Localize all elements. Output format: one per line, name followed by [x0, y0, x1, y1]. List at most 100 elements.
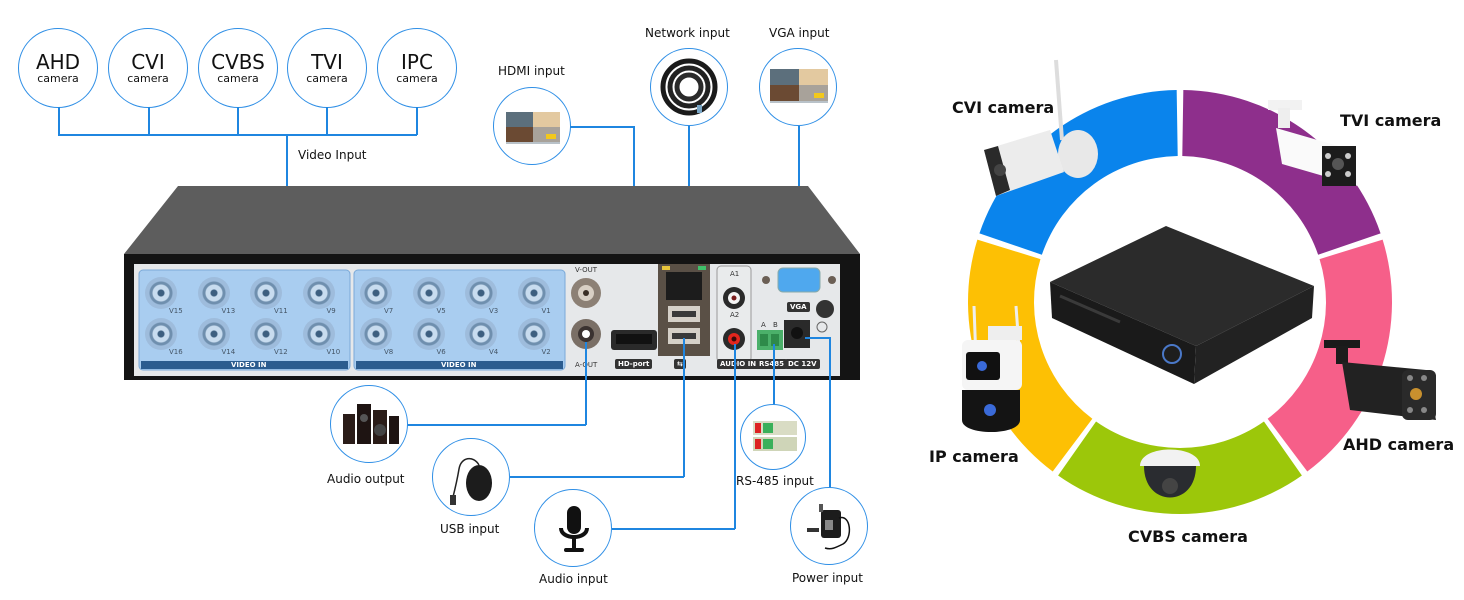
channel-label: V3: [489, 307, 499, 315]
connector-line: [58, 107, 60, 135]
ring-segment-tvi-camera: [1182, 90, 1381, 255]
usb-tag: ⇆: [674, 359, 686, 369]
ethernet-cable-icon: [660, 58, 718, 116]
vga-input-circle: [759, 48, 837, 126]
speakers-icon: [343, 404, 399, 444]
camera-type-tvi: TVI camera: [287, 28, 367, 108]
channel-label: V8: [384, 348, 394, 356]
bnc-connector: [145, 277, 177, 309]
dvr-side: [1194, 286, 1314, 384]
power-input-circle: [790, 487, 868, 565]
rs485-a-label: A: [761, 321, 766, 329]
camera-type-ahd: AHD camera: [18, 28, 98, 108]
mouse-icon: [450, 457, 492, 505]
connector-line: [805, 337, 830, 339]
channel-label: V5: [436, 307, 446, 315]
audio-in-tag: AUDIO IN: [717, 359, 760, 369]
ring-segment-ip-camera: [968, 239, 1093, 472]
usb-input-circle: [432, 438, 510, 516]
dvr-top: [1050, 226, 1314, 346]
rs485-tag: RS485: [756, 359, 788, 369]
ip-camera-image: [962, 305, 1022, 432]
video-in-label-left: VIDEO IN: [231, 361, 267, 369]
camera-type-name: TVI: [311, 49, 343, 74]
ahd-camera-image: [1324, 340, 1436, 420]
power-input-label: Power input: [792, 571, 863, 585]
network-input-label: Network input: [645, 26, 730, 40]
usb-input-label: USB input: [440, 522, 500, 536]
camera-type-name: IPC: [401, 49, 433, 74]
a2-label: A2: [730, 311, 740, 319]
a1-label: A1: [730, 270, 740, 278]
connector-line: [416, 107, 418, 135]
network-input-circle: [650, 48, 728, 126]
bnc-connector: [412, 277, 445, 309]
ring-label-ip: IP camera: [929, 447, 1019, 466]
camera-type-cvi: CVI camera: [108, 28, 188, 108]
ring-label-tvi: TVI camera: [1340, 111, 1442, 130]
vga-tag: VGA: [787, 302, 810, 312]
ring-label-ahd: AHD camera: [1343, 435, 1455, 454]
audio-output-circle: [330, 385, 408, 463]
dc12v-tag: DC 12V: [785, 359, 820, 369]
hdmi-input-circle: [493, 87, 571, 165]
camera-type-suffix: camera: [217, 71, 259, 85]
bnc-connector: [197, 318, 230, 350]
cvi-camera-image: [984, 59, 1098, 196]
camera-type-name: CVBS: [211, 49, 265, 74]
channel-label: V7: [384, 307, 394, 315]
ring-label-cvi: CVI camera: [952, 98, 1055, 117]
channel-label: V6: [436, 348, 446, 356]
bnc-connector: [145, 318, 177, 350]
channel-label: V9: [326, 307, 336, 315]
v-out-label: V-OUT: [575, 266, 598, 274]
dvr-control-knob: [1162, 344, 1182, 364]
camera-type-suffix: camera: [127, 71, 169, 85]
video-in-panel-right: [353, 269, 566, 371]
bnc-connector: [302, 277, 335, 309]
audio-input-label: Audio input: [539, 572, 608, 586]
channel-label: V12: [274, 348, 288, 356]
channel-label: V4: [489, 348, 499, 356]
bnc-connector: [465, 318, 497, 350]
rs485-b-label: B: [773, 321, 778, 329]
camera-type-suffix: camera: [396, 71, 438, 85]
bnc-connector: [517, 277, 550, 309]
channel-label: V16: [169, 348, 183, 356]
bnc-connector: [465, 277, 497, 309]
bnc-connector: [302, 318, 335, 350]
rs485-converter-icon: [753, 421, 797, 451]
audio-input-circle: [534, 489, 612, 567]
camera-type-name: CVI: [131, 49, 165, 74]
monitor-icon: [506, 112, 560, 144]
bnc-connector: [360, 318, 392, 350]
camera-type-name: AHD: [35, 49, 81, 74]
rs485-input-circle: [740, 404, 806, 470]
ring-segment-ahd-camera: [1267, 239, 1392, 472]
connector-line: [237, 107, 239, 135]
connector-line: [612, 528, 735, 530]
monitor-icon: [770, 69, 828, 103]
audio-output-label: Audio output: [327, 472, 405, 486]
video-in-panel-left: [138, 269, 351, 371]
bnc-connector: [412, 318, 445, 350]
cvbs-camera-image: [1140, 449, 1200, 498]
connector-line: [829, 337, 831, 489]
hdmi-input-label: HDMI input: [498, 64, 565, 78]
camera-type-ipc: IPC camera: [377, 28, 457, 108]
connector-line: [683, 338, 685, 477]
bnc-connector: [517, 318, 550, 350]
connector-line: [570, 126, 634, 128]
dvr-top-cover: [124, 186, 860, 254]
channel-label: V1: [541, 307, 551, 315]
camera-type-suffix: camera: [37, 71, 79, 85]
tvi-camera-image: [1268, 100, 1358, 186]
rs485-input-label: RS-485 input: [736, 474, 814, 488]
bnc-connector: [250, 277, 282, 309]
connector-line: [510, 476, 684, 478]
vga-input-label: VGA input: [769, 26, 830, 40]
channel-label: V11: [274, 307, 288, 315]
bnc-connector: [360, 277, 392, 309]
